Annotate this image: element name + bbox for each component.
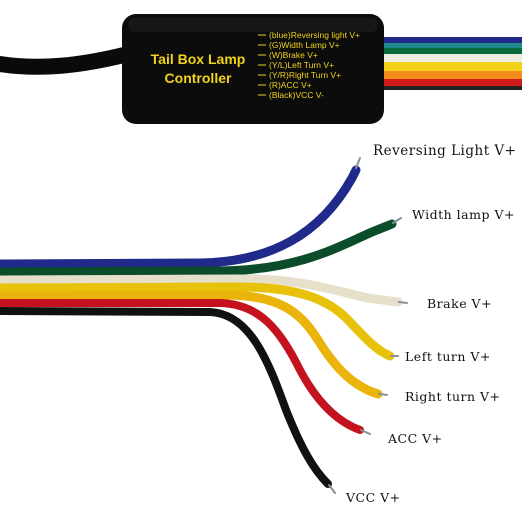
wire-bundle (0, 165, 403, 488)
label-vcc: VCC V+ (345, 490, 401, 505)
tip-yellow-right (378, 393, 388, 396)
wire-white (0, 274, 403, 307)
label-right-turn: Right turn V+ (405, 389, 501, 404)
pin-label-acc: (R)ACC V+ (269, 80, 312, 90)
controller-title-line2: Controller (165, 70, 232, 86)
wire-green (0, 219, 397, 277)
tip-red (360, 429, 371, 435)
pin-markers (258, 34, 266, 96)
label-reversing-light: Reversing Light V+ (373, 143, 517, 159)
tip-black (328, 484, 336, 494)
wire-black (0, 307, 332, 488)
label-width-lamp: Width lamp V+ (412, 207, 515, 222)
pin-label-brake: (W)Brake V+ (269, 50, 318, 60)
pin-label-reversing: (blue)Reversing light V+ (269, 30, 360, 40)
label-acc: ACC V+ (387, 431, 443, 446)
controller-box (122, 14, 384, 124)
pin-label-right-turn: (Y/R)Right Turn V+ (269, 70, 341, 80)
pin-label-vcc: (Black)VCC V- (269, 90, 324, 100)
tip-green (392, 217, 402, 224)
pin-labels: (blue)Reversing light V+ (G)Width Lamp V… (269, 30, 360, 100)
pin-label-left-turn: (Y/L)Left Turn V+ (269, 60, 334, 70)
wire-red (0, 299, 364, 434)
tip-white (398, 301, 408, 304)
controller-output-ribbon (370, 37, 522, 90)
label-left-turn: Left turn V+ (405, 349, 491, 364)
wire-blue (0, 165, 361, 269)
wire-tips (328, 157, 408, 494)
label-brake: Brake V+ (427, 296, 492, 311)
tip-blue (355, 157, 361, 169)
input-cable (0, 46, 136, 75)
controller-title-line1: Tail Box Lamp (151, 51, 246, 67)
wire-yellow-right (0, 290, 383, 399)
pin-label-width: (G)Width Lamp V+ (269, 40, 340, 50)
wire-yellow-left (0, 282, 395, 361)
